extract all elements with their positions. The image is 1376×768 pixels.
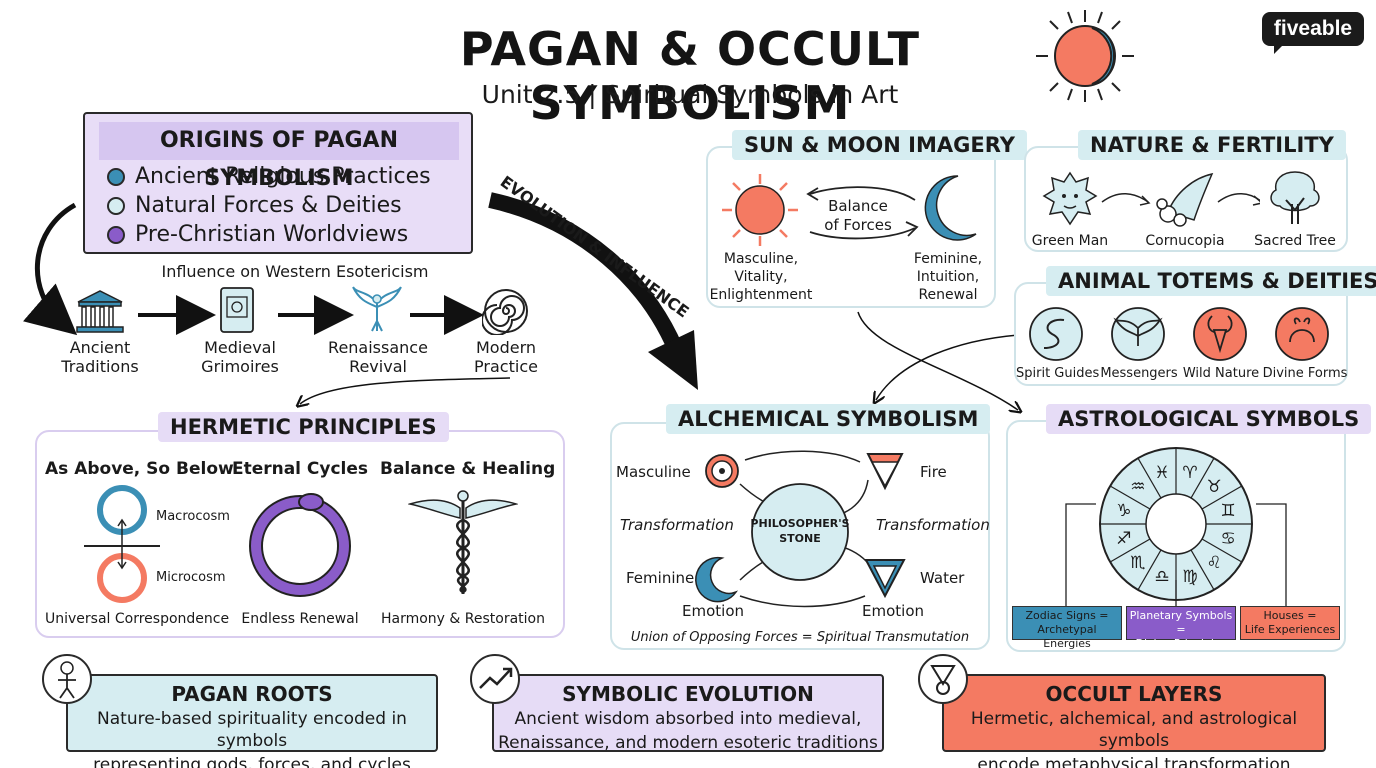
animal-item-label: Spirit Guides [1016, 366, 1100, 381]
zodiac-sign-icon: ♓ [1154, 463, 1169, 483]
fire-label: Fire [920, 463, 947, 481]
cornucopia-icon [1156, 172, 1214, 227]
hermetic-col-title: As Above, So Below [45, 459, 234, 479]
philosophers-stone-icon [751, 483, 849, 581]
zodiac-sign-icon: ♏ [1130, 553, 1145, 573]
sacred-tree-icon [1270, 171, 1320, 224]
legend-houses: Houses =Life Experiences [1240, 606, 1340, 640]
alchemy-diagram [695, 450, 906, 608]
ouroboros-icon [249, 493, 351, 597]
sun-moon-logo-icon [1036, 10, 1134, 102]
zodiac-sign-icon: ♈ [1182, 463, 1197, 483]
animal-item-label: Divine Forms [1262, 366, 1348, 381]
blue-dot-icon [107, 167, 125, 186]
alchemy-triangle-icon [930, 665, 956, 695]
animal-item-label: Messengers [1100, 366, 1178, 381]
origins-item: Ancient Religious Practices [107, 164, 431, 189]
hermetic-col-caption: Harmony & Restoration [380, 611, 545, 627]
occult-layers-badge [918, 654, 968, 704]
spiral-icon [482, 289, 528, 335]
trend-up-icon [479, 667, 513, 689]
zodiac-sign-icon: ♒ [1130, 477, 1145, 497]
hermetic-col-caption: Endless Renewal [241, 611, 359, 627]
hermetic-col-title: Eternal Cycles [231, 459, 369, 479]
macrocosm-label: Macrocosm [156, 509, 230, 524]
legend-zodiac: Zodiac Signs =Archetypal Energies [1012, 606, 1122, 650]
transformation-right-label: Transformation [876, 516, 990, 534]
pagan-roots-badge [42, 654, 92, 704]
hermetic-title: HERMETIC PRINCIPLES [158, 412, 449, 442]
zodiac-sign-icon: ♋ [1221, 529, 1236, 549]
sun-caption: Masculine,Vitality,Enlightenment [709, 251, 813, 303]
timeline-title: Influence on Western Esotericism [161, 262, 429, 281]
brand-logo: fiveable [1262, 12, 1364, 54]
goat-icon [1193, 307, 1247, 361]
sun-moon-title: SUN & MOON IMAGERY [732, 130, 1027, 160]
moon-caption: Feminine,Intuition,Renewal [913, 251, 983, 303]
zodiac-sign-icon: ♊ [1221, 501, 1236, 521]
origins-item: Pre-Christian Worldviews [107, 222, 408, 247]
nature-item-label: Green Man [1031, 233, 1109, 249]
zodiac-sign-icon: ♑ [1116, 501, 1131, 521]
nature-title: NATURE & FERTILITY [1078, 130, 1346, 160]
pagan-roots-card: PAGAN ROOTS Nature-based spirituality en… [66, 674, 438, 768]
zodiac-sign-icon: ♉ [1207, 477, 1222, 497]
moon-icon [924, 175, 977, 241]
astro-title: ASTROLOGICAL SYMBOLS [1046, 404, 1372, 434]
divine-forms-icon [1275, 307, 1329, 361]
page-subtitle: Unit 2.5 | Spiritual Symbols in Art [481, 80, 899, 109]
origins-box: ORIGINS OF PAGAN SYMBOLISM Ancient Relig… [83, 112, 473, 254]
balance-arrows [806, 186, 919, 240]
occult-layers-card: OCCULT LAYERS Hermetic, alchemical, and … [942, 674, 1326, 768]
origins-item: Natural Forces & Deities [107, 193, 402, 218]
animal-icons [1029, 307, 1329, 361]
water-label: Water [920, 569, 965, 587]
symbolic-evolution-badge [470, 654, 520, 704]
legend-planetary: Planetary Symbols =Divine Principles [1126, 606, 1236, 650]
emotion-right-label: Emotion [862, 602, 924, 620]
animals-title: ANIMAL TOTEMS & DEITIES [1046, 266, 1376, 296]
hermetic-col-caption: Universal Correspondence [45, 611, 230, 627]
green-man-icon [1042, 171, 1098, 226]
nature-flow-arrows [1101, 193, 1260, 206]
snake-icon [1029, 307, 1083, 361]
caduceus-icon [408, 490, 518, 594]
origins-title: ORIGINS OF PAGAN SYMBOLISM [99, 122, 459, 191]
emotion-left-label: Emotion [682, 602, 744, 620]
zodiac-sign-icon: ♎ [1154, 567, 1169, 587]
zodiac-sign-icon: ♐ [1116, 529, 1131, 549]
nature-item-label: Cornucopia [1145, 233, 1225, 249]
zodiac-sign-icon: ♍ [1182, 567, 1197, 587]
symbolic-evolution-card: SYMBOLIC EVOLUTION Ancient wisdom absorb… [492, 674, 884, 753]
nature-item-label: Sacred Tree [1254, 233, 1336, 249]
masculine-label: Masculine [616, 463, 691, 481]
sun-icon [722, 174, 798, 246]
hermetic-col-title: Balance & Healing [380, 459, 556, 479]
violet-dot-icon [107, 225, 125, 244]
alchemy-title: ALCHEMICAL SYMBOLISM [666, 404, 991, 434]
alchemy-caption: Union of Opposing Forces = Spiritual Tra… [630, 630, 970, 645]
temple-icon [76, 290, 124, 333]
page-title: PAGAN & OCCULT SYMBOLISM [459, 22, 921, 130]
animal-item-label: Wild Nature [1182, 366, 1260, 381]
phoenix-icon [352, 286, 402, 332]
teal-dot-icon [107, 196, 125, 215]
transformation-left-label: Transformation [620, 516, 734, 534]
feminine-label: Feminine [626, 569, 695, 587]
microcosm-label: Microcosm [156, 570, 226, 585]
moon-alchemy-icon [695, 556, 739, 603]
zodiac-wheel: ♈ ♉ ♊ ♋ ♌ ♍ ♎ ♏ ♐ ♑ ♒ ♓ [1099, 447, 1253, 601]
macrocosm-microcosm-icon [84, 485, 160, 603]
stick-figure-icon [58, 661, 76, 699]
grimoire-icon [220, 287, 254, 333]
zodiac-sign-icon: ♌ [1207, 553, 1222, 573]
